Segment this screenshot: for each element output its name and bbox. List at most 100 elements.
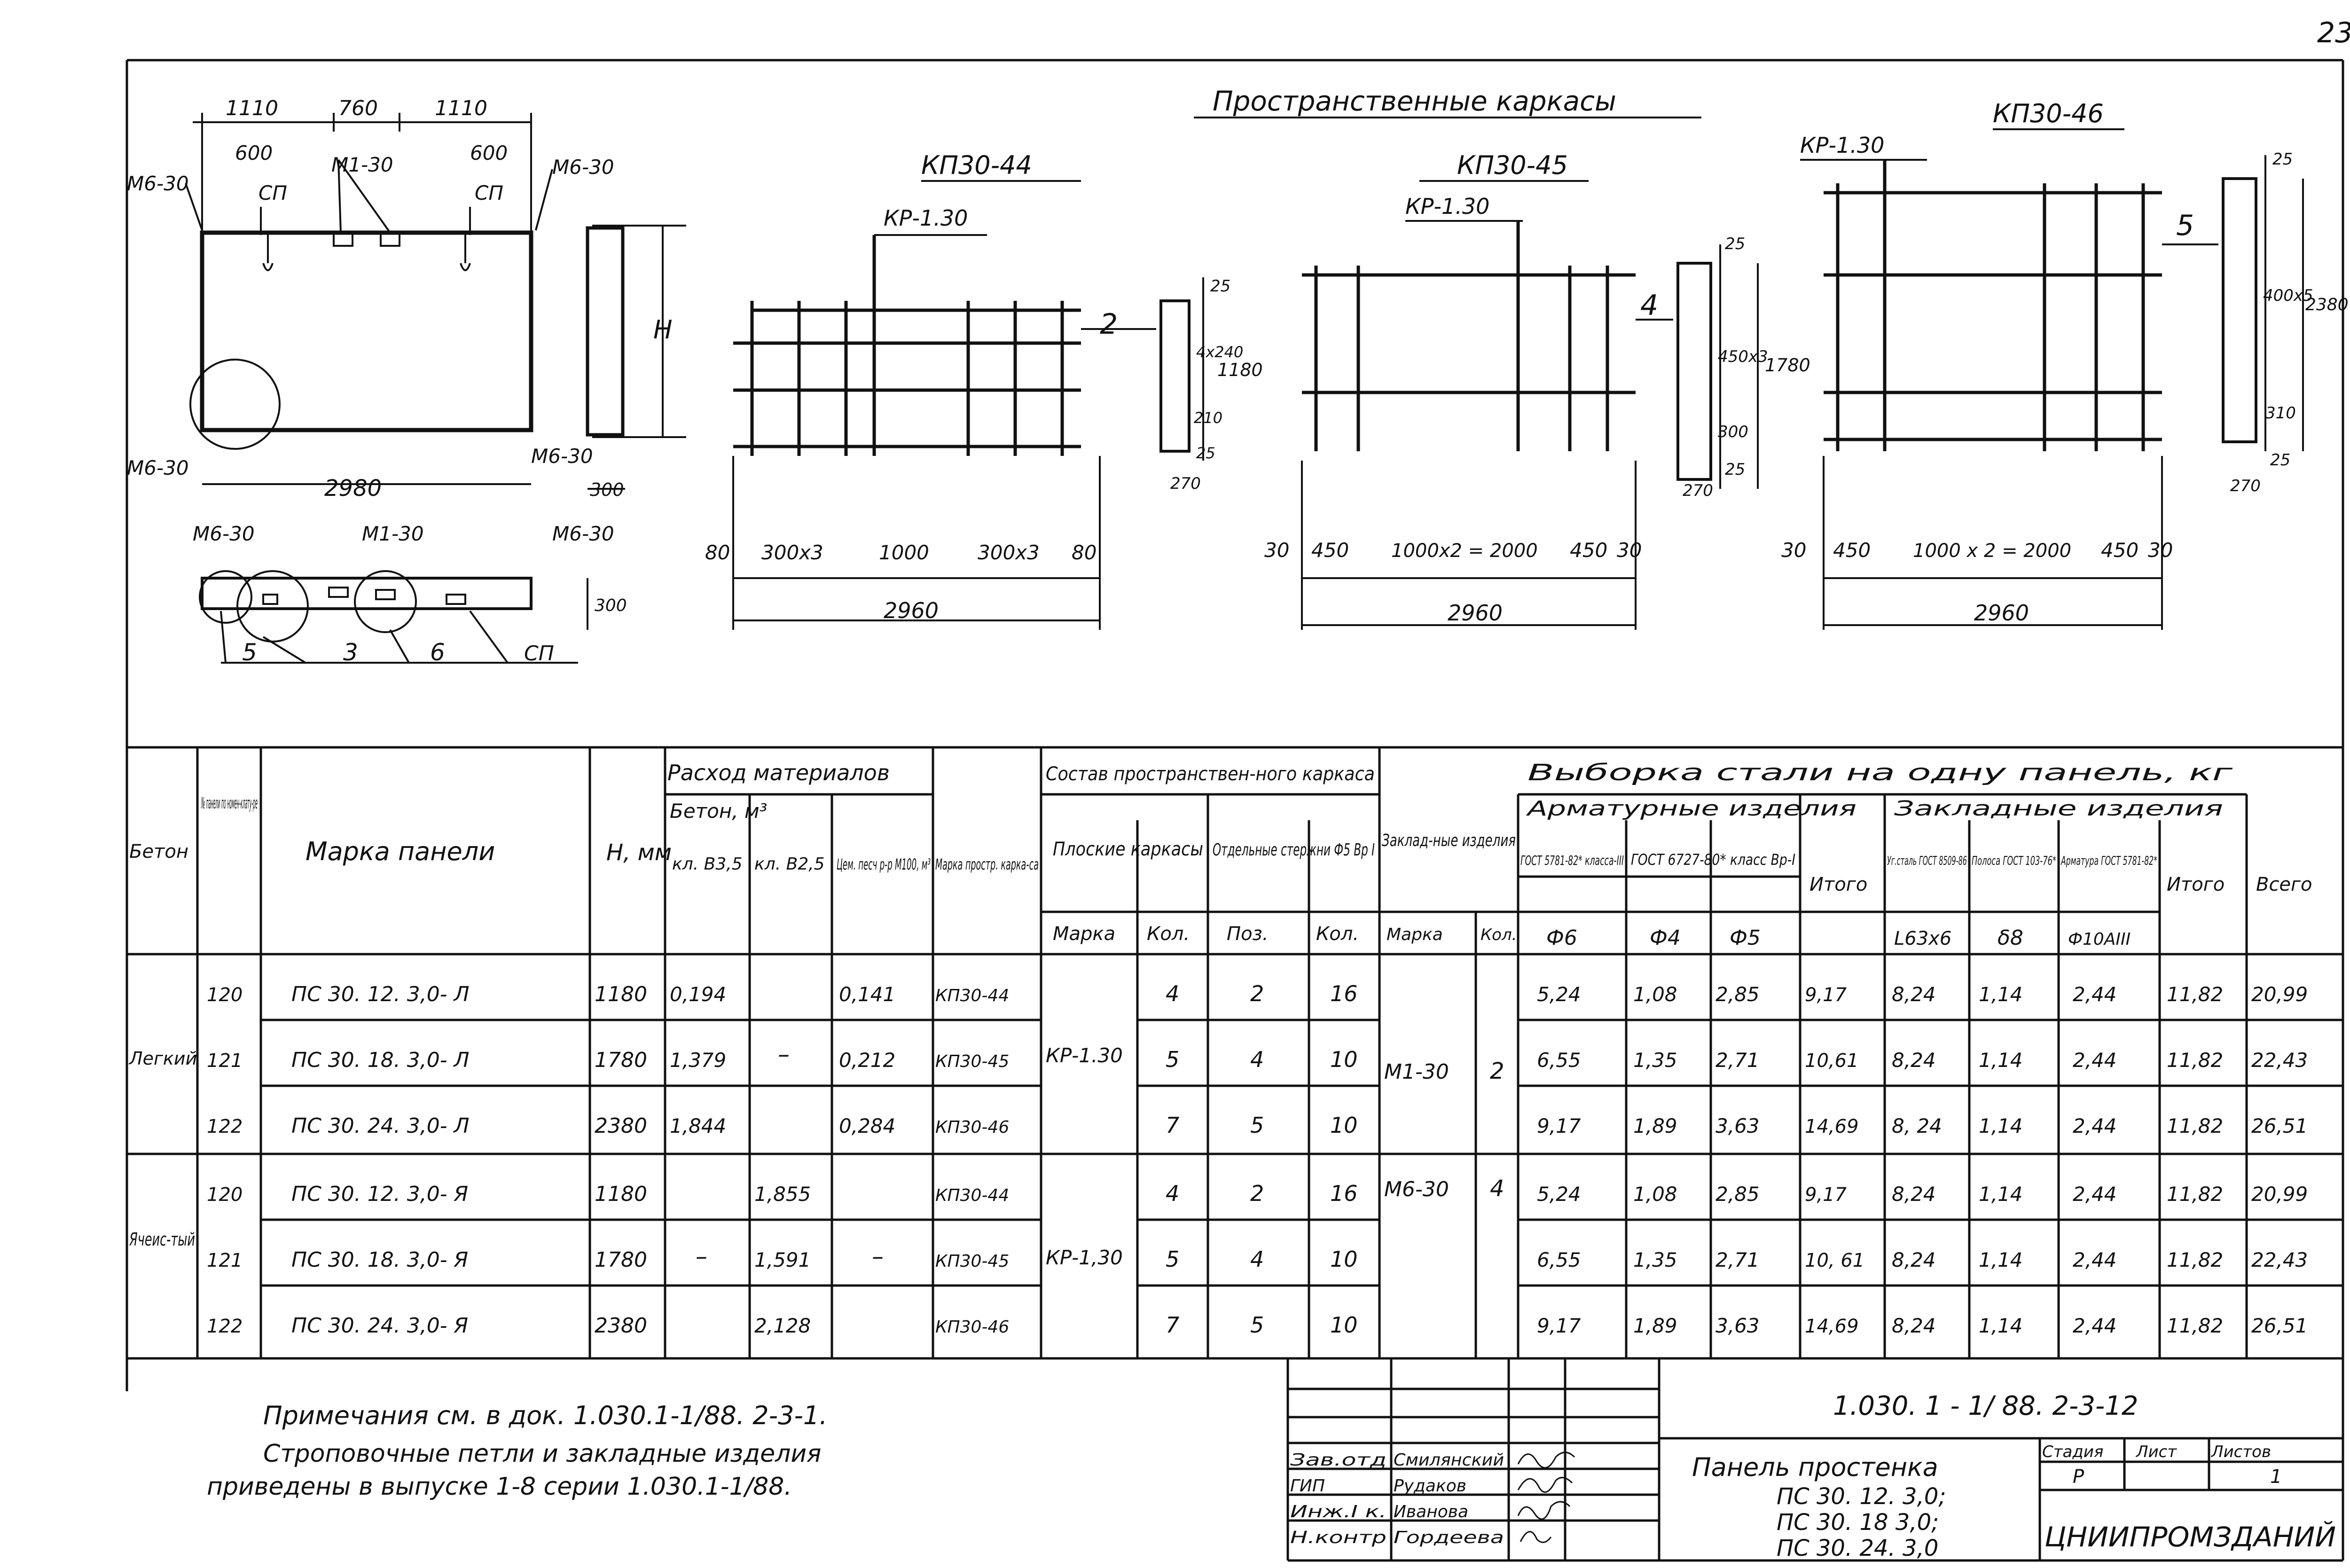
hdr-mark-flat: Марка <box>1053 923 1115 945</box>
frame-45-dim-2: 450 <box>1311 539 1349 562</box>
cell-spatial: КП30-46 <box>935 1317 1009 1337</box>
frame-46-sec-3: 2380 <box>2305 295 2349 314</box>
cell-qty: 5 <box>1166 1247 1179 1272</box>
group-cellular-embedded-qty: 4 <box>1490 1176 1504 1202</box>
frame-44-total: 2960 <box>884 598 939 623</box>
hdr-angle: Уг.сталь ГОСТ 8509-86 <box>1887 854 1967 868</box>
plan-callout-6: 6 <box>430 639 445 666</box>
name-3: Иванова <box>1394 1502 1468 1521</box>
group-cellular-b35-dash: – <box>696 1243 707 1270</box>
plan-label-m6-left: М6-30 <box>193 522 255 545</box>
cell-b25: 1,591 <box>754 1248 811 1271</box>
hdr-kl-b35: кл. В3,5 <box>672 855 743 874</box>
frame-45-node: 4 <box>1640 289 1658 322</box>
cell-no: 120 <box>207 1184 243 1206</box>
cell-b35: 1,844 <box>670 1114 726 1137</box>
cell-d4: 1,89 <box>1633 1314 1677 1337</box>
cell-d6: 9,17 <box>1537 1114 1581 1137</box>
cell-d4: 1,35 <box>1633 1049 1677 1072</box>
organization: ЦНИИПРОМЗДАНИЙ <box>2044 1521 2336 1553</box>
cell-cement: 0,141 <box>839 983 895 1006</box>
panel-label-sp-right: СП <box>475 181 503 204</box>
cell-h: 1780 <box>595 1048 647 1072</box>
cell-b25: 1,855 <box>754 1183 811 1206</box>
cell-no: 120 <box>207 984 243 1006</box>
hdr-kl-b25: кл. В2,5 <box>754 855 825 874</box>
cell-d6: 5,24 <box>1537 1183 1581 1206</box>
panel-dim-length: 2980 <box>324 475 382 502</box>
cell-total2: 11,82 <box>2167 1314 2223 1337</box>
frame-44-sec-6: 270 <box>1170 474 1201 493</box>
hdr-pos: Поз. <box>1227 923 1269 945</box>
frame-46-sec-1: 25 <box>2272 150 2293 169</box>
hdr-flat-frames: Плоские каркасы <box>1053 839 1203 860</box>
frame-45-dim-1: 30 <box>1264 539 1289 562</box>
hdr-strip: Полоса ГОСТ 103-76* <box>1972 854 2056 868</box>
cell-mark: ПС 30. 18. 3,0- Я <box>291 1248 468 1272</box>
hdr-gost5781: ГОСТ 5781-82* класса-III <box>1520 853 1624 868</box>
notes-line-1: Примечания см. в док. 1.030.1-1/88. 2-3-… <box>263 1401 827 1430</box>
cell-grand: 20,99 <box>2251 983 2308 1006</box>
hdr-grand-total: Всего <box>2256 874 2312 895</box>
frame-45-sec-3: 300 <box>1718 423 1748 441</box>
hdr-qty-flat: Кол. <box>1147 923 1190 945</box>
hdr-panel-mark: Марка панели <box>306 837 495 866</box>
panel-dim-top-3: 1110 <box>435 96 487 120</box>
cell-mark: ПС 30. 12. 3,0- Я <box>291 1182 468 1206</box>
page-number: 23 <box>2317 16 2350 49</box>
frame-kp30-46: КП30-46 КР-1.30 5 30 450 1000 х 2 = 2000… <box>1781 99 2349 630</box>
panel-plan: М6-30 М1-30 М6-30 5 3 6 СП 300 <box>193 522 627 666</box>
cell-total1: 9,17 <box>1805 984 1847 1006</box>
cell-h: 2380 <box>595 1114 647 1138</box>
frame-kp30-45: КП30-45 КР-1.30 4 30 450 1000х2 = 2000 4… <box>1264 150 1810 630</box>
hdr-l63: L63х6 <box>1894 928 1951 949</box>
hdr-d6: Ф6 <box>1546 926 1577 950</box>
cell-spatial: КП30-45 <box>935 1252 1009 1271</box>
cell-d5: 2,71 <box>1716 1248 1760 1271</box>
group-light-embedded-mark: М1-30 <box>1384 1060 1449 1084</box>
hdr-embedded-products: Закладные изделия <box>1894 797 2223 821</box>
cell-qty: 7 <box>1166 1312 1179 1338</box>
cell-l63: 8,24 <box>1892 1049 1936 1072</box>
cell-l63: 8, 24 <box>1892 1114 1942 1137</box>
frame-46-dim-1: 30 <box>1781 539 1806 562</box>
cell-mark: ПС 30. 24. 3,0- Л <box>291 1114 470 1138</box>
cell-d5: 2,85 <box>1716 983 1760 1006</box>
cell-d10: 2,44 <box>2073 1114 2117 1137</box>
panel-label-m1: М1-30 <box>331 153 393 176</box>
name-1: Смилянский <box>1394 1450 1504 1470</box>
cell-total1: 14,69 <box>1805 1316 1859 1337</box>
hdr-d4: Ф4 <box>1650 926 1681 950</box>
group-light-embedded-qty: 2 <box>1490 1058 1504 1084</box>
hdr-embedded: Заклад-ные изделия <box>1382 831 1516 850</box>
cell-grand: 22,43 <box>2251 1248 2308 1271</box>
frame-45-sec-6: 270 <box>1683 481 1713 500</box>
frame-44-label: КР-1.30 <box>884 205 968 231</box>
frame-44-sec-3: 210 <box>1194 409 1222 427</box>
title-line-4: ПС 30. 24. 3,0 <box>1777 1535 1938 1561</box>
signatures <box>1517 1451 1575 1543</box>
cell-total1: 10, 61 <box>1805 1250 1864 1271</box>
cell-cement: 0,284 <box>839 1114 895 1137</box>
hdr-d5: Ф5 <box>1730 926 1761 950</box>
cell-qty: 5 <box>1166 1047 1179 1072</box>
cell-total2: 11,82 <box>2167 1114 2223 1137</box>
group-cellular-concrete: Ячеис-тый <box>129 1229 195 1250</box>
cell-b35: 0,194 <box>670 983 726 1006</box>
frame-46-sec-2: 400х5 <box>2263 286 2313 305</box>
frame-45-dim-5: 30 <box>1617 539 1642 562</box>
doc-code: 1.030. 1 - 1/ 88. 2-3-12 <box>1833 1391 2138 1421</box>
panel-dim-loop-1: 600 <box>235 141 273 165</box>
frame-44-sec-4: 25 <box>1196 444 1215 462</box>
cell-d6: 9,17 <box>1537 1314 1581 1337</box>
cell-mark: ПС 30. 12. 3,0- Л <box>291 982 470 1006</box>
frame-46-total: 2960 <box>1974 600 2029 626</box>
frame-45-sec-4: 25 <box>1725 460 1745 479</box>
cell-d4: 1,35 <box>1633 1248 1677 1271</box>
sheets-value: 1 <box>2270 1466 2282 1488</box>
hdr-total-rebar: Итого <box>1810 874 1867 895</box>
cell-d10: 2,44 <box>2073 1248 2117 1271</box>
name-2: Рудаков <box>1394 1476 1466 1496</box>
frame-44-dim-1: 80 <box>705 541 730 564</box>
frame-45-sec-5: 1780 <box>1765 355 1810 376</box>
